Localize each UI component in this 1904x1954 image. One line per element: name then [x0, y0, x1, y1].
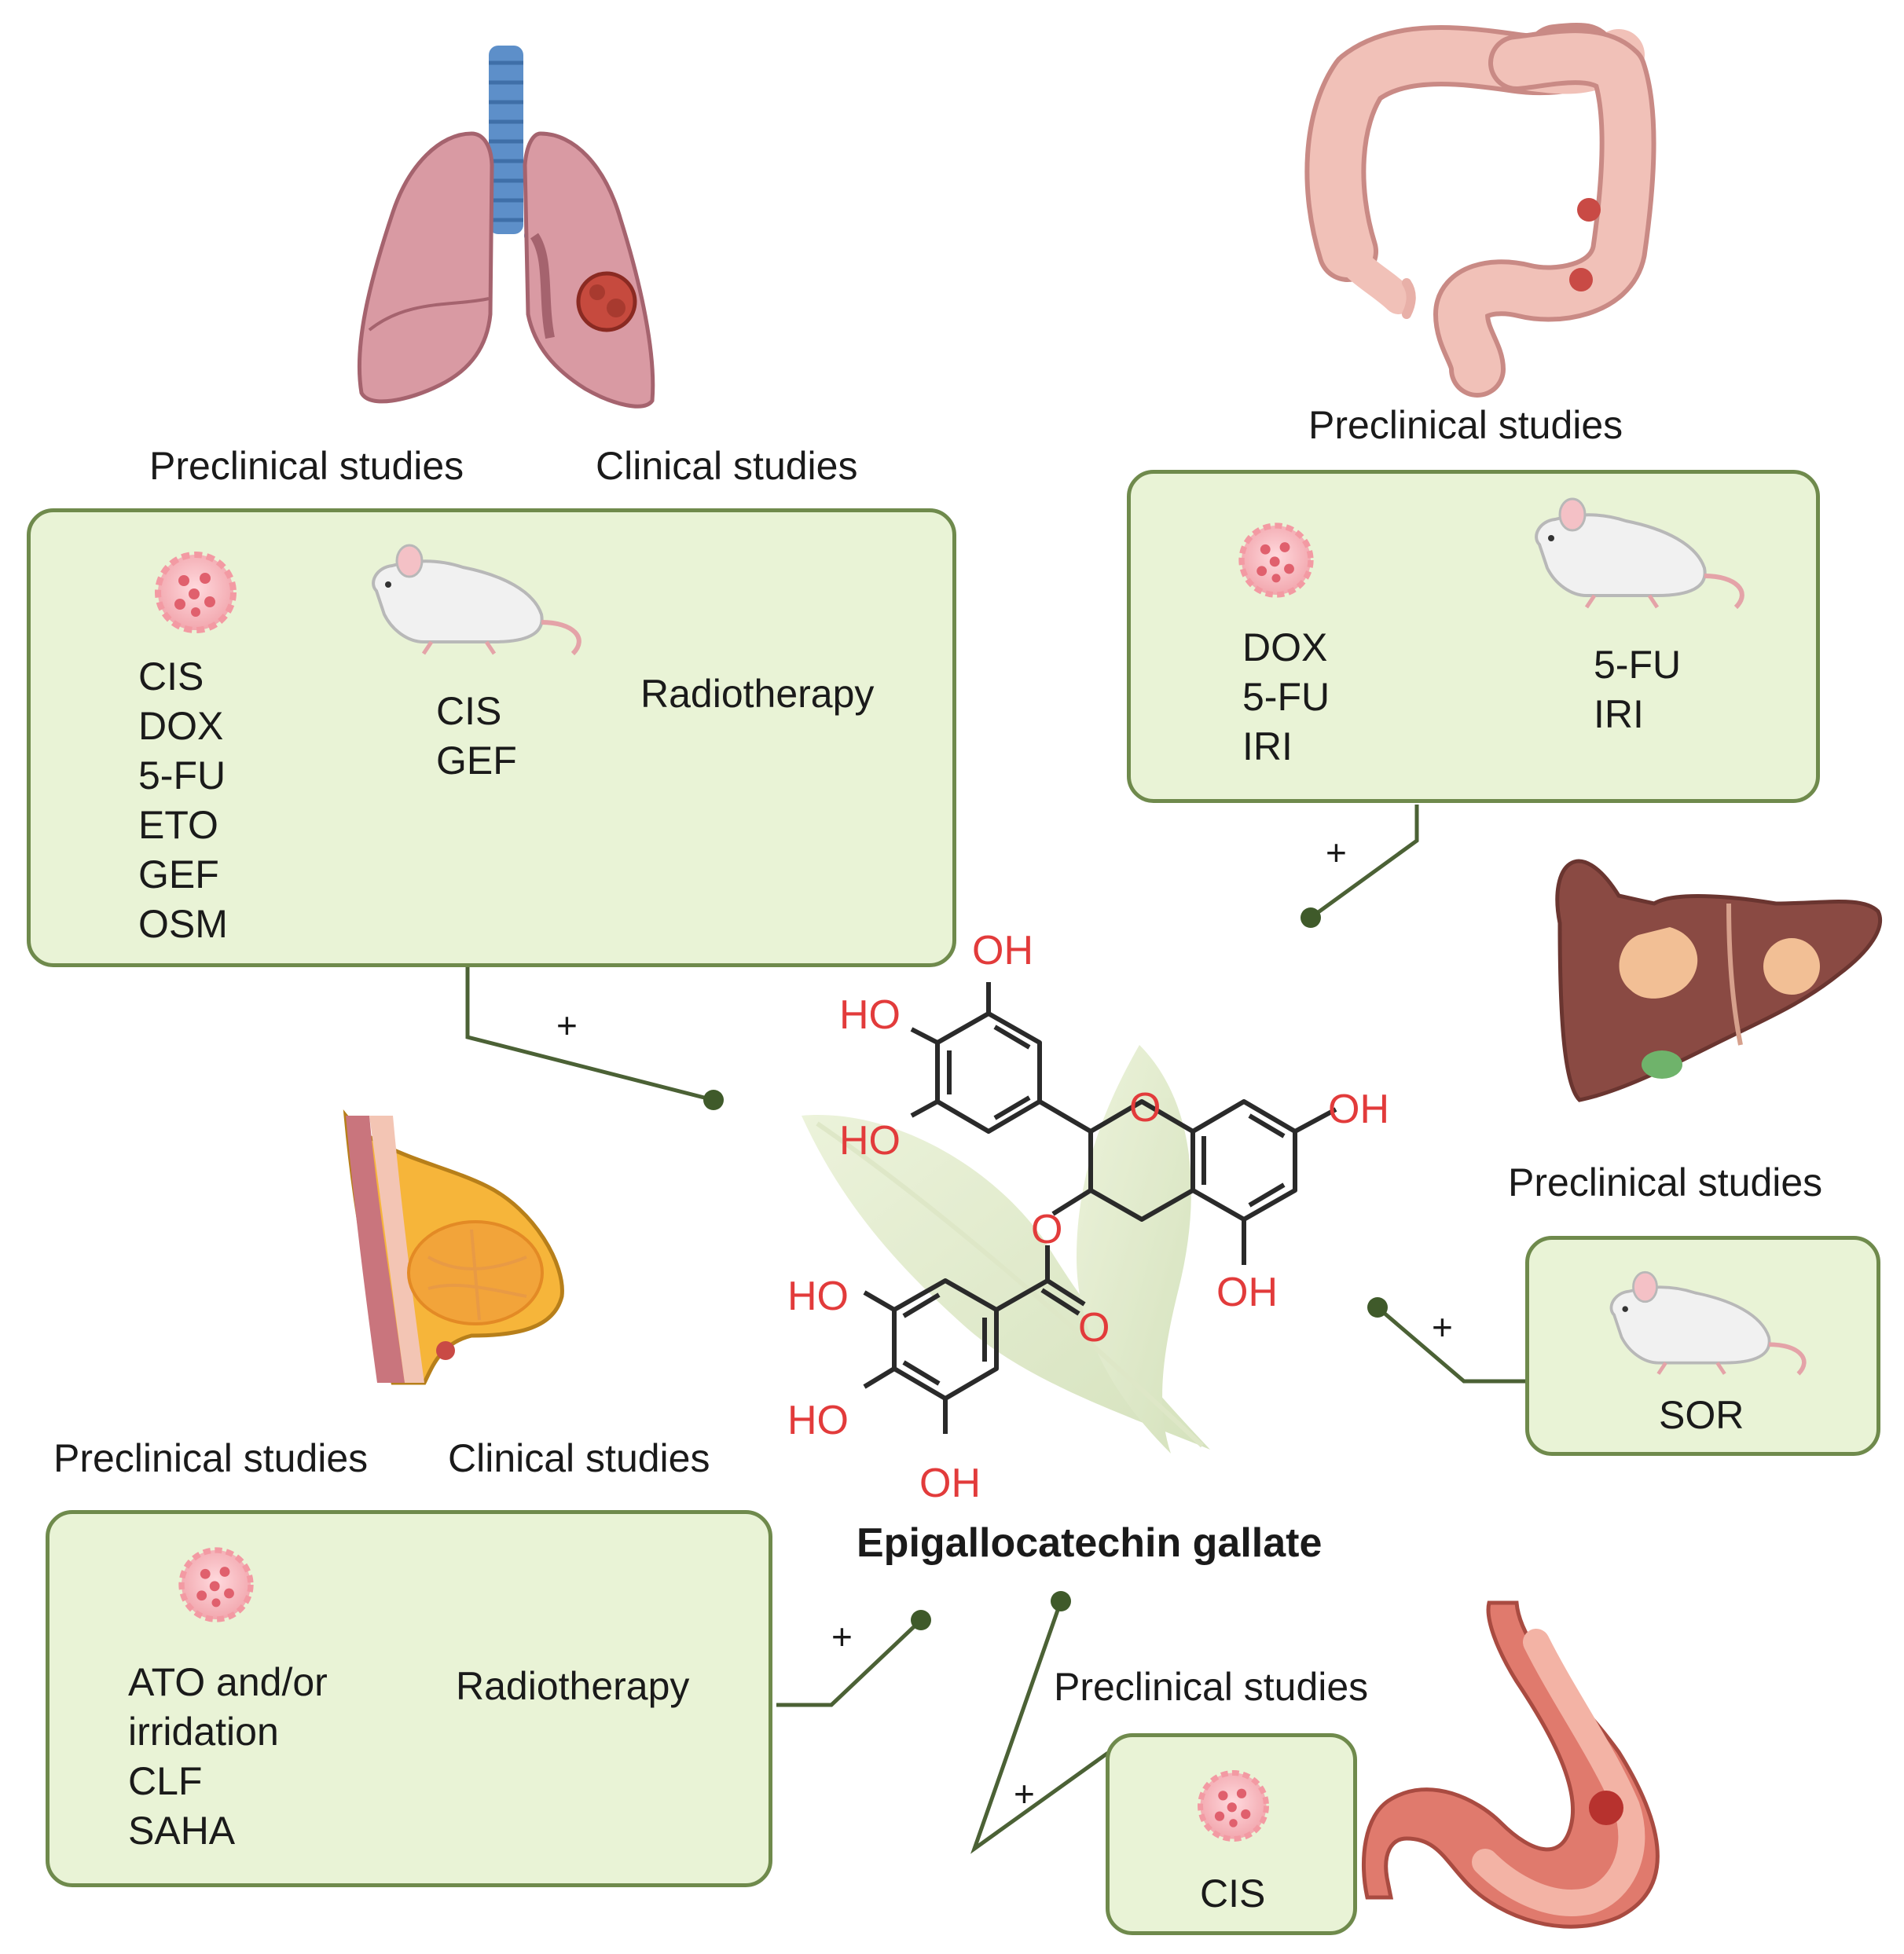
cancer-cell-icon — [1238, 522, 1314, 598]
molecule-ho-label: HO — [839, 1118, 901, 1164]
drug-label: 5-FU — [138, 753, 226, 797]
molecule-oh-label: OH — [972, 928, 1033, 973]
lung-clinical-header: Clinical studies — [596, 444, 858, 488]
lung-preclinical-header: Preclinical studies — [149, 444, 464, 488]
molecule-ho-label: HO — [787, 1274, 849, 1319]
liver-mouse-drug-list: SOR — [1659, 1391, 1744, 1440]
stomach-plus-sign: + — [1014, 1773, 1035, 1814]
lung-panel: CIS DOX 5-FU ETO GEF OSM CIS GEF Radioth… — [27, 508, 956, 967]
molecule-o-label: O — [1129, 1085, 1161, 1131]
drug-label: irridation — [128, 1710, 279, 1754]
colon-preclinical-header: Preclinical studies — [1308, 403, 1623, 447]
breast-plus-sign: + — [831, 1616, 853, 1657]
molecule-oh-label: OH — [1328, 1087, 1389, 1132]
drug-label: CIS — [1200, 1872, 1266, 1916]
lung-plus-sign: + — [556, 1005, 578, 1046]
molecule-o-label: O — [1078, 1305, 1110, 1351]
molecule-bonds — [863, 982, 1337, 1434]
lung-clinical-therapy: Radiotherapy — [640, 672, 875, 716]
drug-label: DOX — [138, 704, 224, 748]
breast-cell-drug-list: ATO and/or irridation CLF SAHA — [128, 1658, 328, 1856]
cancer-cell-icon — [1198, 1770, 1269, 1842]
liver-preclinical-header: Preclinical studies — [1508, 1160, 1823, 1204]
breast-clinical-header: Clinical studies — [448, 1436, 710, 1480]
drug-label: 5-FU — [1594, 643, 1682, 687]
compound-title: Epigallocatechin gallate — [857, 1520, 1323, 1566]
drug-label: ATO and/or — [128, 1660, 328, 1704]
liver-illustration — [1555, 859, 1883, 1102]
stomach-panel: CIS — [1106, 1733, 1357, 1935]
breast-illustration — [343, 1109, 564, 1385]
stomach-cell-drug-list: CIS — [1200, 1869, 1265, 1919]
cancer-cell-icon — [178, 1547, 254, 1622]
colon-plus-sign: + — [1326, 832, 1347, 873]
molecule-o-label: O — [1031, 1207, 1063, 1252]
breast-clinical-therapy: Radiotherapy — [456, 1664, 690, 1708]
lung-mouse-drug-list: CIS GEF — [436, 687, 517, 786]
green-tea-leaves — [802, 1045, 1210, 1454]
cancer-cell-icon — [155, 552, 237, 633]
liver-panel: SOR — [1525, 1236, 1880, 1456]
lungs-illustration — [357, 46, 655, 409]
drug-label: CIS — [138, 654, 204, 698]
connectors — [465, 805, 1525, 1854]
drug-label: OSM — [138, 902, 228, 946]
drug-label: 5-FU — [1242, 675, 1330, 719]
mouse-icon — [1609, 1270, 1807, 1376]
drug-label: IRI — [1594, 692, 1644, 736]
breast-panel: ATO and/or irridation CLF SAHA Radiother… — [46, 1510, 772, 1887]
drug-label: CLF — [128, 1759, 203, 1803]
drug-label: SAHA — [128, 1809, 236, 1853]
drug-label: GEF — [138, 852, 219, 896]
drug-label: DOX — [1242, 625, 1328, 669]
drug-label: IRI — [1242, 724, 1293, 768]
lung-cell-drug-list: CIS DOX 5-FU ETO GEF OSM — [138, 652, 228, 949]
colon-panel: DOX 5-FU IRI 5-FU IRI — [1127, 470, 1820, 803]
molecule-oh-label: OH — [1216, 1270, 1278, 1315]
colon-cell-drug-list: DOX 5-FU IRI — [1242, 623, 1330, 772]
mouse-icon — [1535, 497, 1744, 610]
drug-label: CIS — [436, 689, 502, 733]
colon-mouse-drug-list: 5-FU IRI — [1594, 640, 1681, 739]
colon-illustration — [1304, 22, 1656, 398]
molecule-oh-label: OH — [919, 1461, 981, 1506]
breast-preclinical-header: Preclinical studies — [53, 1436, 369, 1480]
stomach-preclinical-header: Preclinical studies — [1054, 1665, 1369, 1709]
connector-dots — [703, 907, 1388, 1630]
liver-plus-sign: + — [1432, 1307, 1453, 1347]
stomach-illustration — [1361, 1600, 1660, 1929]
drug-label: GEF — [436, 739, 517, 783]
drug-label: SOR — [1659, 1393, 1744, 1437]
drug-label: ETO — [138, 803, 218, 847]
molecule-ho-label: HO — [839, 992, 901, 1038]
mouse-icon — [372, 544, 581, 656]
molecule-ho-label: HO — [787, 1398, 849, 1443]
